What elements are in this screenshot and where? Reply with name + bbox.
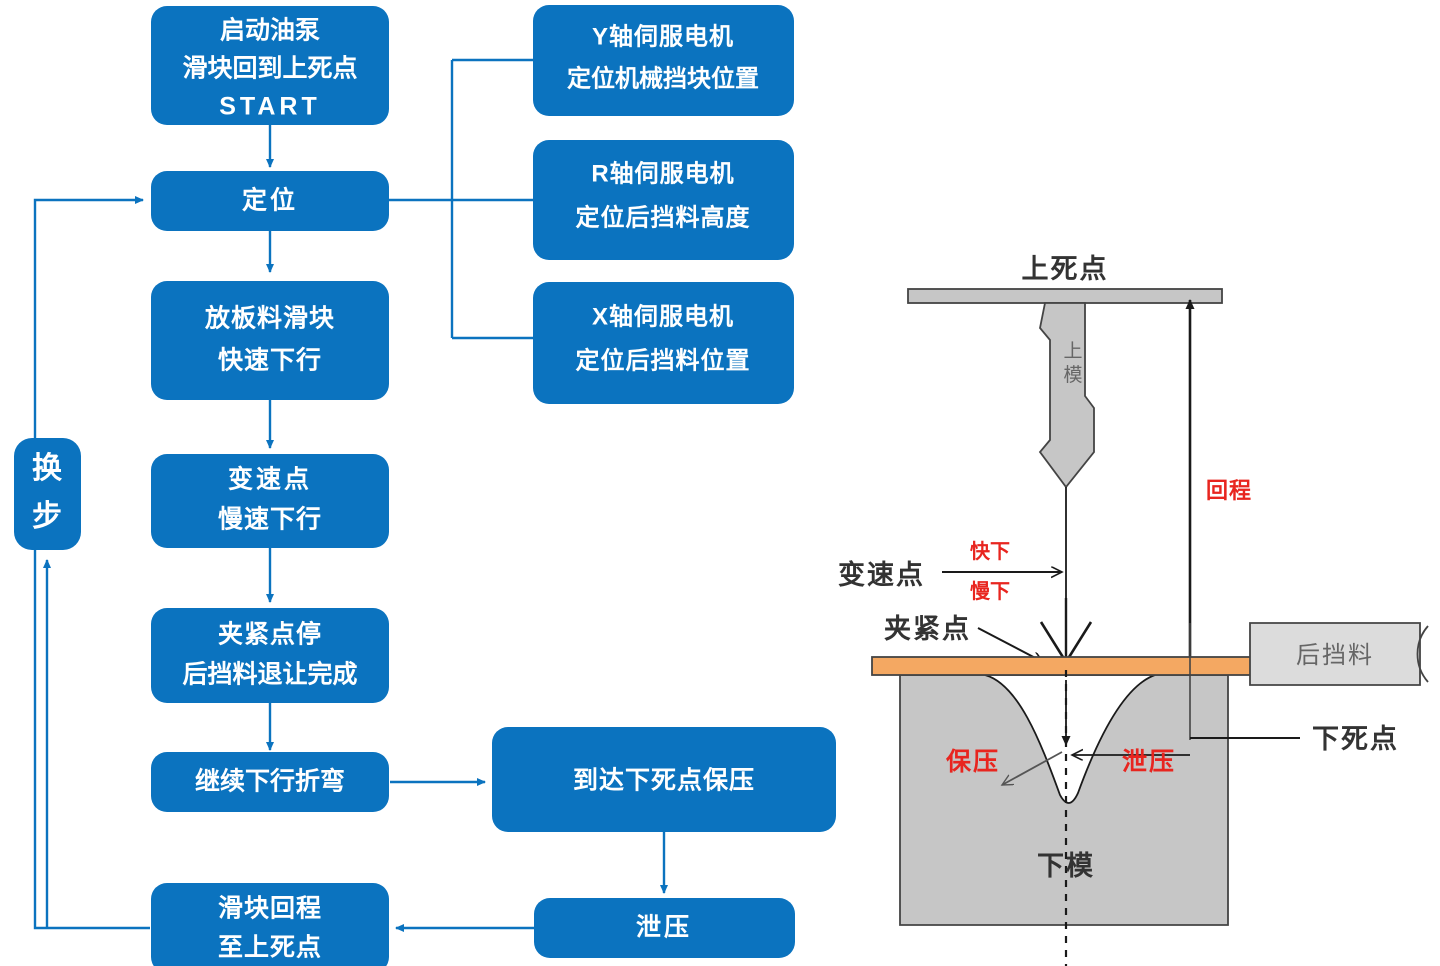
servo-r-line2: 定位后挡料高度 <box>576 203 751 231</box>
flow-box-hold-pressure[interactable]: 到达下死点保压 <box>492 727 836 832</box>
flow-box-clamp-stop[interactable]: 夹紧点停 后挡料退让完成 <box>151 608 389 703</box>
label-slow-down: 慢下 <box>970 579 1010 603</box>
hold-pressure-leader <box>1002 751 1063 786</box>
start-line2: 滑块回到上死点 <box>182 55 357 83</box>
releasepressure-label: 泄压 <box>636 914 692 942</box>
upper-die-shape <box>1038 302 1095 489</box>
flow-connectors <box>33 125 668 932</box>
back-gauge-body <box>1249 622 1421 686</box>
holdpressure-label: 到达下死点保压 <box>573 767 755 795</box>
flow-box-continue-bend[interactable]: 继续下行折弯 <box>151 752 389 812</box>
start-line1: 启动油泵 <box>220 16 320 45</box>
positioning-label: 定位 <box>242 186 298 215</box>
label-back-gauge: 后挡料 <box>1296 642 1374 669</box>
flow-box-servo-x[interactable]: X轴伺服电机 定位后挡料位置 <box>533 282 794 404</box>
speedchange-line2: 慢速下行 <box>218 506 322 534</box>
flow-box-slide-return[interactable]: 滑块回程 至上死点 <box>151 883 389 966</box>
speedchange-line1: 变速点 <box>228 465 312 494</box>
label-upper-die-line1: 上模 <box>1063 340 1082 386</box>
label-fast-down: 快下 <box>970 539 1010 563</box>
label-hold-pressure: 保压 <box>945 748 1000 776</box>
flow-box-speed-change[interactable]: 变速点 慢速下行 <box>151 454 389 548</box>
label-speed-change-point: 变速点 <box>838 559 925 590</box>
servo-x-line1: X轴伺服电机 <box>592 302 734 330</box>
label-lower-die: 下模 <box>1037 851 1095 881</box>
slidereturn-line2: 至上死点 <box>218 934 322 962</box>
clampstop-line2: 后挡料退让完成 <box>182 660 357 689</box>
flow-box-release-pressure[interactable]: 泄压 <box>534 898 795 958</box>
fastdown-line1: 放板料滑块 <box>204 304 335 333</box>
servo-y-line2: 定位机械挡块位置 <box>567 64 759 92</box>
label-top-dead-center: 上死点 <box>1022 254 1109 284</box>
flow-box-positioning[interactable]: 定位 <box>151 171 389 231</box>
ram-beam <box>907 288 1223 304</box>
servo-x-line2: 定位后挡料位置 <box>576 346 751 374</box>
servo-y-line1: Y轴伺服电机 <box>592 22 734 50</box>
flow-box-servo-y[interactable]: Y轴伺服电机 定位机械挡块位置 <box>533 5 794 116</box>
flow-box-fast-down[interactable]: 放板料滑块 快速下行 <box>151 281 389 400</box>
start-line3: START <box>219 93 320 121</box>
changestep-line2: 步 <box>32 500 62 533</box>
label-return-stroke: 回程 <box>1206 478 1252 503</box>
flow-box-change-step[interactable]: 换 步 <box>14 438 81 550</box>
servo-r-line1: R轴伺服电机 <box>591 159 734 187</box>
label-release-pressure: 泄压 <box>1122 748 1176 776</box>
back-gauge-notch <box>1416 625 1429 683</box>
clampstop-line1: 夹紧点停 <box>218 620 322 649</box>
servo-bracket <box>389 58 533 340</box>
connector-loop-back-to-positioning <box>33 196 150 930</box>
flow-box-servo-r[interactable]: R轴伺服电机 定位后挡料高度 <box>533 140 794 260</box>
flow-box-start[interactable]: 启动油泵 滑块回到上死点 START <box>151 6 389 125</box>
label-clamp-point: 夹紧点 <box>884 614 971 644</box>
continuebend-label: 继续下行折弯 <box>195 767 345 796</box>
changestep-line1: 换 <box>32 452 63 485</box>
slidereturn-line1: 滑块回程 <box>218 895 322 923</box>
label-bottom-dead-center: 下死点 <box>1312 724 1399 754</box>
fastdown-line2: 快速下行 <box>218 347 322 375</box>
